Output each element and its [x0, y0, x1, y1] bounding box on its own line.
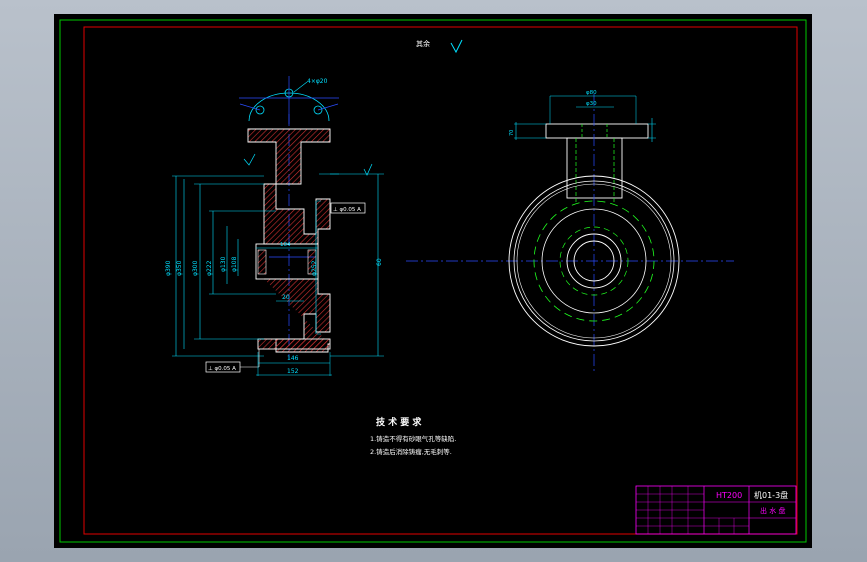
title-block: HT200 机01-3盘 出 水 盘 — [635, 485, 797, 535]
dim-104: 104 — [280, 242, 291, 248]
dim-right-2: φ80 — [586, 90, 597, 96]
dim-152: 152 — [287, 368, 299, 375]
dim-d-2: φ350 — [176, 260, 183, 276]
tech-requirement-2: 2.铸造后消除铸瘤,无毛刺等. — [370, 447, 452, 456]
dim-d-outer: φ390 — [165, 260, 172, 276]
dim-60: 60 — [376, 258, 383, 266]
drawing-number: 机01-3盘 — [754, 490, 788, 500]
inner-red-border — [83, 26, 798, 535]
dim-d-3: φ300 — [192, 260, 199, 276]
dim-d-4: φ222 — [206, 260, 213, 276]
tol-frame-1: ⊥ φ0.05 A — [333, 207, 361, 213]
dim-d-7: φ252 — [311, 260, 318, 276]
right-end-view: φ30 φ80 70 — [406, 90, 734, 374]
dim-right-len: 70 — [509, 130, 515, 136]
dim-d-5: φ130 — [220, 256, 227, 272]
part-name: 出 水 盘 — [760, 506, 785, 515]
dim-20: 20 — [282, 294, 290, 301]
holes-dim: 4×φ20 — [307, 78, 328, 85]
dim-146: 146 — [287, 355, 299, 362]
tol-frame-2: ⊥ φ0.05 A — [208, 366, 236, 372]
dim-right-1: φ30 — [586, 101, 597, 107]
roughness-symbol-icon — [450, 39, 463, 54]
outer-green-frame — [59, 19, 807, 543]
left-section-view: 4×φ20 φ390 — [165, 76, 384, 376]
drawing-canvas[interactable]: 其余 4×φ20 — [54, 14, 812, 548]
tech-requirements-title: 技 术 要 求 — [376, 416, 422, 428]
roughness-note: 其余 — [416, 39, 430, 48]
material-label: HT200 — [716, 491, 742, 500]
tech-requirement-1: 1.铸造不得有砂眼气孔等缺陷. — [370, 434, 456, 443]
dim-d-6: φ108 — [231, 256, 238, 272]
